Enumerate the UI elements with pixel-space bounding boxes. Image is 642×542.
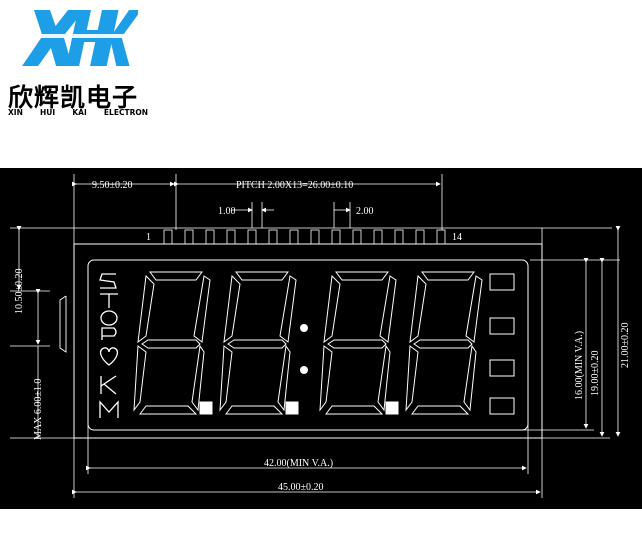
dim-pin-width: 1.00 xyxy=(218,206,236,217)
dim-pitch: PITCH 2.00X13=26.00±0.10 xyxy=(236,180,353,191)
left-icon-column xyxy=(99,273,119,418)
pin-14 xyxy=(436,229,446,245)
segment-e xyxy=(219,345,233,412)
pin-9 xyxy=(331,229,341,245)
company-logo-mark xyxy=(22,10,138,66)
logo-word-electron: ELECTRON xyxy=(103,108,148,117)
segment-b xyxy=(223,274,241,344)
decimal-point xyxy=(199,401,213,415)
dim-outline-height: 21.00±0.20 xyxy=(620,323,631,369)
segment-d xyxy=(227,339,287,349)
indicator-boxes xyxy=(489,273,515,415)
dim-first-pin-offset: 9.50±0.20 xyxy=(92,180,133,191)
pin-5 xyxy=(247,229,257,245)
dimension-lines xyxy=(16,181,621,495)
pin-1 xyxy=(163,229,173,245)
dim-pin-height: 10.50±0.20 xyxy=(14,269,25,315)
segment-g xyxy=(139,405,198,415)
segment-f xyxy=(463,344,477,412)
km-letter-m xyxy=(99,400,119,418)
pin-11 xyxy=(373,229,383,245)
pin-8 xyxy=(310,229,320,245)
module-outline xyxy=(73,243,543,439)
dim-va-height: 16.00(MIN V.A.) xyxy=(574,331,585,400)
logo-word-hui: HUI xyxy=(40,108,56,117)
segment-b xyxy=(137,274,155,344)
colon-dot-bottom xyxy=(300,366,308,374)
segment-c xyxy=(465,275,483,343)
segment-e xyxy=(133,345,147,412)
digit-4 xyxy=(405,271,483,415)
segment-e xyxy=(319,345,333,412)
dim-pin-spacing: 2.00 xyxy=(356,206,374,217)
pin-7 xyxy=(289,229,299,245)
company-name-chinese: 欣辉凯电子 xyxy=(8,83,139,112)
pin-6 xyxy=(268,229,278,245)
segment-g xyxy=(225,405,284,415)
indicator-box-3 xyxy=(489,359,515,377)
segment-c xyxy=(379,275,397,343)
pin-3 xyxy=(205,229,215,245)
indicator-box-2 xyxy=(489,317,515,335)
digit-1 xyxy=(133,271,213,415)
segment-g xyxy=(411,405,470,415)
pin-12 xyxy=(394,229,404,245)
segment-d xyxy=(413,339,473,349)
dim-thickness: MAX 6.00±1.0 xyxy=(33,379,44,440)
stop-letter-o xyxy=(100,310,118,326)
segment-d xyxy=(327,339,387,349)
stop-letter-p xyxy=(101,327,117,340)
dim-window-height: 19.00±0.20 xyxy=(590,351,601,397)
km-letter-k xyxy=(100,375,117,395)
segment-d xyxy=(141,339,201,349)
segment-b xyxy=(323,274,341,344)
dim-va-width: 42.00(MIN V.A.) xyxy=(264,458,333,469)
segment-f xyxy=(377,344,391,412)
indicator-box-4 xyxy=(489,397,515,415)
segment-g xyxy=(325,405,384,415)
segment-c xyxy=(279,275,297,343)
segment-a xyxy=(421,271,475,281)
pin-13 xyxy=(415,229,425,245)
pin-4 xyxy=(226,229,236,245)
pin-label-last: 14 xyxy=(452,232,462,243)
digit-3 xyxy=(319,271,399,415)
segment-f xyxy=(191,344,205,412)
segment-a xyxy=(235,271,289,281)
pin-label-first: 1 xyxy=(146,232,151,243)
digit-2 xyxy=(219,271,299,415)
pin-10 xyxy=(352,229,362,245)
segment-c xyxy=(193,275,211,343)
decimal-point xyxy=(285,401,299,415)
colon-dot-top xyxy=(300,324,308,332)
logo-mark-letters xyxy=(22,10,138,66)
pin-row xyxy=(163,229,446,245)
lcd-technical-drawing: 1 14 xyxy=(0,168,642,509)
company-name-english: XIN HUI KAI ELECTRON xyxy=(8,108,148,117)
viewing-area xyxy=(87,259,529,431)
indicator-box-1 xyxy=(489,273,515,291)
seven-segment-digits xyxy=(133,271,483,415)
logo-word-xin: XIN xyxy=(8,108,23,117)
heart-icon xyxy=(99,347,119,366)
segment-e xyxy=(405,345,419,412)
stop-letter-s xyxy=(99,273,117,289)
segment-b xyxy=(409,274,427,344)
segment-a xyxy=(149,271,203,281)
drawing-canvas: 1 14 xyxy=(10,174,631,498)
segment-f xyxy=(277,344,291,412)
decimal-point xyxy=(385,401,399,415)
stop-letter-t xyxy=(100,293,118,308)
dim-outline-width: 45.00±0.20 xyxy=(278,482,324,493)
segment-a xyxy=(335,271,389,281)
side-profile xyxy=(59,295,67,353)
pin-2 xyxy=(184,229,194,245)
logo-word-kai: KAI xyxy=(72,108,87,117)
